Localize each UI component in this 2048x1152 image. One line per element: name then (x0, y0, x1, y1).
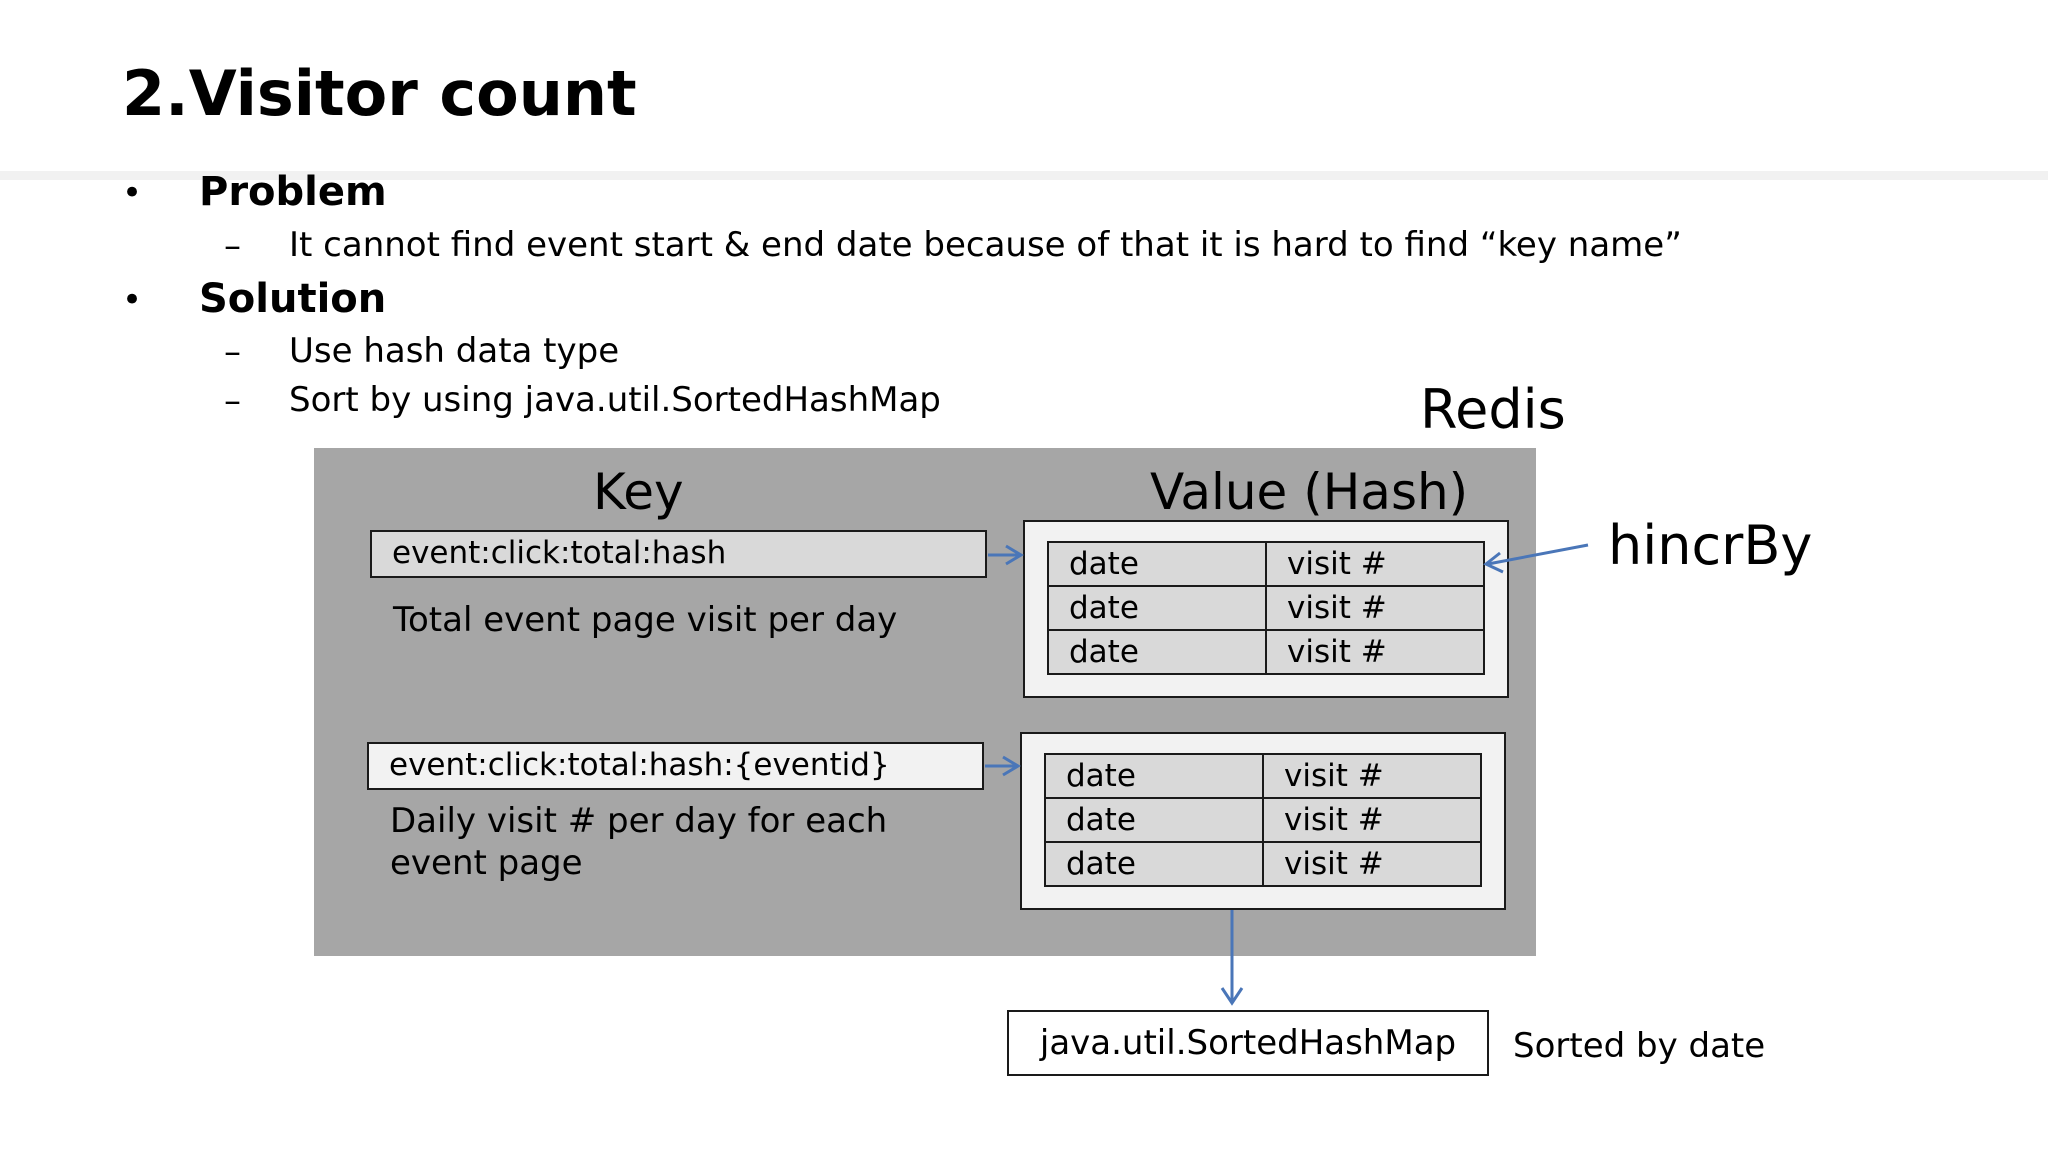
hash-value: visit # (1265, 541, 1485, 587)
bullet-marker: • (122, 280, 143, 320)
dash-marker: – (224, 226, 241, 266)
solution-heading: Solution (199, 276, 387, 322)
arrow-head (1005, 544, 1024, 566)
arrow-head (1002, 755, 1021, 777)
sorted-map-box: java.util.SortedHashMap (1007, 1010, 1489, 1076)
hash-value: visit # (1262, 753, 1482, 799)
dash-marker: – (224, 381, 241, 421)
hash-value: visit # (1265, 585, 1485, 631)
hincrby-label: hincrBy (1608, 514, 1813, 577)
hash-row: date visit # (1047, 541, 1485, 587)
hincrby-arrow (1487, 543, 1589, 566)
hash-row: date visit # (1044, 797, 1482, 843)
title-divider (0, 171, 2048, 180)
problem-heading: Problem (199, 169, 387, 215)
hash-field: date (1044, 841, 1264, 887)
hash-table: date visit # date visit # date visit # (1047, 541, 1485, 675)
key-box: event:click:total:hash:{eventid} (367, 742, 984, 790)
hash-row: date visit # (1044, 753, 1482, 799)
key-description: Daily visit # per day for each event pag… (390, 801, 888, 883)
problem-text: It cannot find event start & end date be… (289, 225, 1682, 265)
hash-value: visit # (1262, 841, 1482, 887)
hash-value: visit # (1262, 797, 1482, 843)
solution-text-2: Sort by using java.util.SortedHashMap (289, 380, 941, 420)
page-title: 2.Visitor count (122, 57, 637, 130)
hash-value: visit # (1265, 629, 1485, 675)
hash-table: date visit # date visit # date visit # (1044, 753, 1482, 887)
key-header: Key (593, 463, 684, 521)
hash-field: date (1044, 753, 1264, 799)
key-box: event:click:total:hash (370, 530, 987, 578)
arrow-head (1483, 551, 1504, 574)
value-header: Value (Hash) (1150, 463, 1469, 521)
redis-label: Redis (1420, 378, 1566, 441)
arrow-head (1220, 987, 1244, 1006)
solution-text-1: Use hash data type (289, 331, 620, 371)
sorted-note: Sorted by date (1513, 1026, 1766, 1066)
hash-field: date (1044, 797, 1264, 843)
hash-row: date visit # (1044, 841, 1482, 887)
dash-marker: – (224, 332, 241, 372)
hash-row: date visit # (1047, 585, 1485, 631)
hash-field: date (1047, 629, 1267, 675)
hash-row: date visit # (1047, 629, 1485, 675)
bullet-marker: • (122, 173, 143, 213)
hash-field: date (1047, 585, 1267, 631)
key-description: Total event page visit per day (393, 600, 898, 640)
hash-field: date (1047, 541, 1267, 587)
